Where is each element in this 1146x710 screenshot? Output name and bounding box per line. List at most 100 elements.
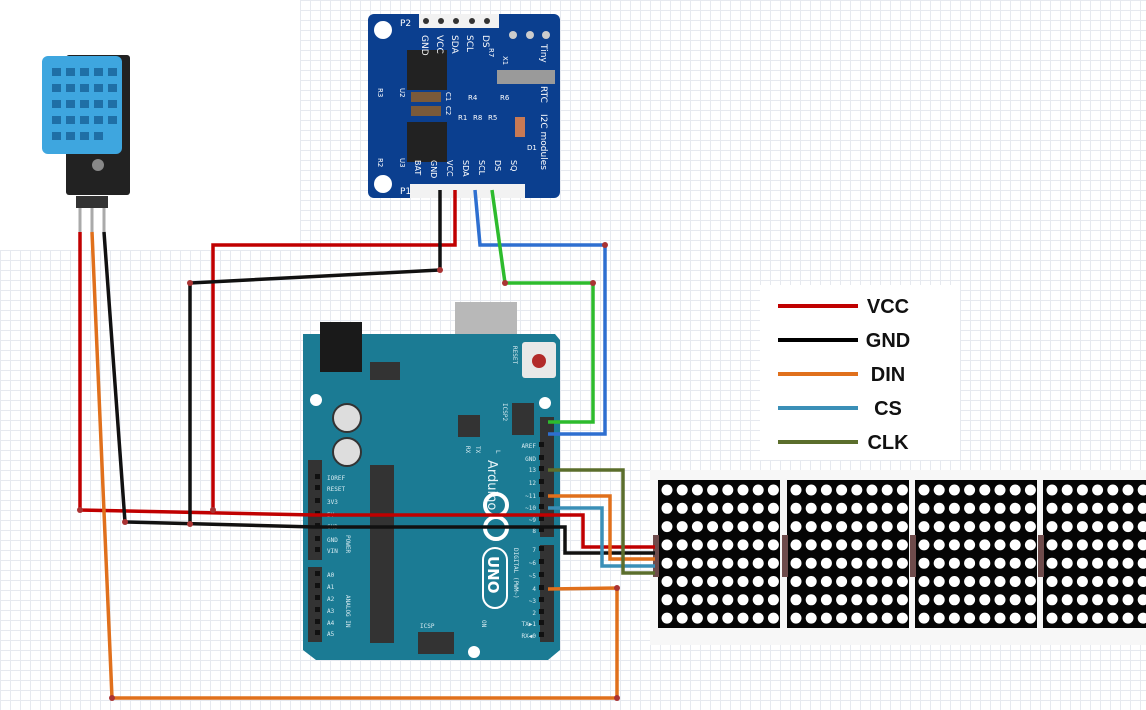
header-pin[interactable]: [539, 527, 544, 532]
led-dot: [1061, 539, 1073, 551]
header-pin[interactable]: [539, 466, 544, 471]
led-dot: [737, 594, 749, 606]
header-pin[interactable]: [315, 536, 320, 541]
matrix-module-body: [658, 480, 780, 628]
led-dot: [1137, 612, 1146, 624]
pin-label: A5: [327, 631, 335, 638]
led-dot: [1137, 539, 1146, 551]
icsp-header: [418, 632, 454, 654]
rtc-pin-label: SCL: [477, 160, 486, 176]
header-pin[interactable]: [539, 585, 544, 590]
header-pin[interactable]: [315, 485, 320, 490]
pin-label: 12: [529, 480, 537, 487]
led-dot: [661, 557, 673, 569]
reset-label: RESET: [511, 346, 518, 364]
header-pin[interactable]: [539, 632, 544, 637]
power-jack: [320, 322, 362, 372]
led-dot: [851, 484, 863, 496]
led-dot: [820, 539, 832, 551]
header-pin[interactable]: [315, 498, 320, 503]
header-pin[interactable]: [539, 546, 544, 551]
rtc-component-label: R8: [473, 114, 482, 122]
pin-label: VIN: [327, 548, 338, 555]
wire-rtc-vcc: [211, 190, 457, 510]
led-dot: [790, 521, 802, 533]
header-pin[interactable]: [315, 583, 320, 588]
led-dot: [1076, 521, 1088, 533]
matrix-module-body: [1043, 480, 1146, 628]
legend-label: CS: [874, 398, 902, 420]
led-dot: [1024, 612, 1036, 624]
led-dot: [1009, 612, 1021, 624]
matrix-connector: [653, 535, 659, 577]
pin-label: 13: [529, 467, 537, 474]
led-dot: [752, 576, 764, 587]
led-dot: [948, 557, 960, 569]
led-dot: [661, 594, 673, 606]
led-dot: [1122, 521, 1134, 533]
header-pin[interactable]: [315, 630, 320, 635]
led-dot: [1076, 612, 1088, 624]
header-pin[interactable]: [315, 547, 320, 552]
led-dot: [933, 594, 945, 606]
header-pin[interactable]: [539, 442, 544, 447]
header-pin[interactable]: [539, 609, 544, 614]
pin-label: ~11: [525, 493, 536, 500]
led-dot: [767, 502, 779, 514]
led-dot: [676, 502, 688, 514]
pin-label: ~5: [529, 573, 537, 580]
header-pin[interactable]: [315, 607, 320, 612]
led-dot: [722, 612, 734, 624]
rtc-pin-label: SQ: [509, 160, 518, 171]
led-dot: [851, 594, 863, 606]
led-dot: [707, 594, 719, 606]
pin-label: A4: [327, 620, 335, 627]
header-pin[interactable]: [539, 504, 544, 509]
led-dot: [767, 594, 779, 606]
l-label: L: [494, 450, 501, 454]
header-pin[interactable]: [315, 619, 320, 624]
header-pin[interactable]: [539, 620, 544, 625]
chip-u2: [407, 50, 447, 90]
rtc-pin-label: BAT: [413, 160, 422, 175]
led-dot: [1046, 594, 1058, 606]
led-dot: [964, 557, 976, 569]
led-dot: [866, 521, 878, 533]
header-pin[interactable]: [539, 559, 544, 564]
header-pin[interactable]: [539, 597, 544, 602]
led-dot: [866, 612, 878, 624]
led-dot: [896, 612, 908, 624]
digital-header-low: [540, 545, 554, 642]
led-dot: [851, 557, 863, 569]
header-pin[interactable]: [315, 474, 320, 479]
led-dot: [933, 502, 945, 514]
header-pin[interactable]: [539, 455, 544, 460]
led-dot: [820, 557, 832, 569]
led-dot: [1107, 612, 1119, 624]
led-dot: [933, 612, 945, 624]
header-pin[interactable]: [539, 572, 544, 577]
led-dot: [676, 594, 688, 606]
led-dot: [1092, 557, 1104, 569]
led-dot: [676, 576, 688, 587]
header-pin[interactable]: [315, 571, 320, 576]
icsp-label: ICSP: [420, 623, 435, 630]
led-dot: [661, 521, 673, 533]
matrix-module-body: [915, 480, 1037, 628]
header-pin[interactable]: [539, 479, 544, 484]
led-dot: [676, 612, 688, 624]
rtc-rtc-label: RTC: [538, 86, 548, 103]
pin-label: RESET: [327, 486, 345, 493]
led-dot: [805, 576, 817, 587]
led-dot: [1092, 594, 1104, 606]
led-dot: [661, 576, 673, 587]
rtc-component-label: R7: [487, 48, 495, 57]
led-dot: [805, 484, 817, 496]
header-pin[interactable]: [539, 516, 544, 521]
led-dot: [896, 557, 908, 569]
matrix-connector: [910, 535, 916, 577]
header-pin[interactable]: [315, 595, 320, 600]
uno-label: UNO: [484, 556, 502, 594]
header-pin[interactable]: [539, 492, 544, 497]
led-dot: [1137, 484, 1146, 496]
